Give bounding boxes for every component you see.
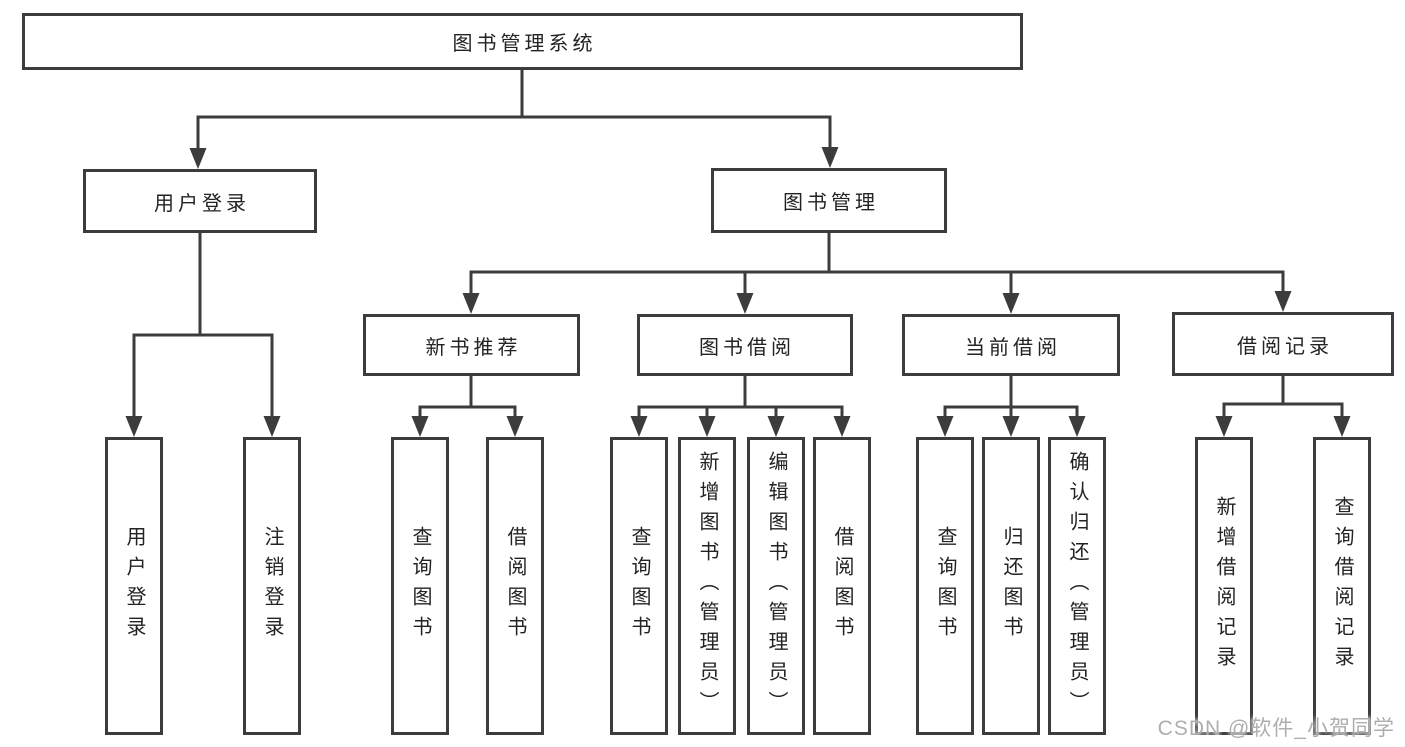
leaf-label: 查询图书 — [628, 526, 650, 646]
leaf-label: 确认归还（管理员） — [1066, 451, 1088, 721]
leaf-return-books: 归还图书 — [982, 437, 1040, 735]
leaf-label: 借阅图书 — [831, 526, 853, 646]
leaf-query-borrow-record: 查询借阅记录 — [1313, 437, 1371, 735]
leaf-edit-books-admin: 编辑图书（管理员） — [747, 437, 805, 735]
leaf-logout: 注销登录 — [243, 437, 301, 735]
node-new-book-recommendation: 新书推荐 — [363, 314, 580, 376]
node-book-borrowing: 图书借阅 — [637, 314, 853, 376]
leaf-label: 查询借阅记录 — [1331, 496, 1353, 676]
leaf-label: 查询图书 — [934, 526, 956, 646]
leaf-add-borrow-record: 新增借阅记录 — [1195, 437, 1253, 735]
node-current-borrowing: 当前借阅 — [902, 314, 1120, 376]
leaf-borrow-books: 借阅图书 — [813, 437, 871, 735]
leaf-label: 新增图书（管理员） — [696, 451, 718, 721]
leaf-confirm-return-admin: 确认归还（管理员） — [1048, 437, 1106, 735]
leaf-query-books: 查询图书 — [610, 437, 668, 735]
leaf-label: 注销登录 — [261, 526, 283, 646]
node-book-management: 图书管理 — [711, 168, 947, 233]
leaf-user-login: 用户登录 — [105, 437, 163, 735]
leaf-label: 借阅图书 — [504, 526, 526, 646]
leaf-label: 归还图书 — [1000, 526, 1022, 646]
csdn-watermark: CSDN @软件_小贺同学 — [1157, 717, 1395, 740]
node-library-management-system: 图书管理系统 — [22, 13, 1023, 70]
node-user-login: 用户登录 — [83, 169, 317, 233]
leaf-label: 查询图书 — [409, 526, 431, 646]
leaf-query-books: 查询图书 — [916, 437, 974, 735]
node-borrowing-records: 借阅记录 — [1172, 312, 1394, 376]
leaf-label: 新增借阅记录 — [1213, 496, 1235, 676]
connector-line — [132, 69, 1344, 420]
leaf-add-books-admin: 新增图书（管理员） — [678, 437, 736, 735]
leaf-label: 编辑图书（管理员） — [765, 451, 787, 721]
leaf-query-books: 查询图书 — [391, 437, 449, 735]
leaf-borrow-books: 借阅图书 — [486, 437, 544, 735]
leaf-label: 用户登录 — [123, 526, 145, 646]
